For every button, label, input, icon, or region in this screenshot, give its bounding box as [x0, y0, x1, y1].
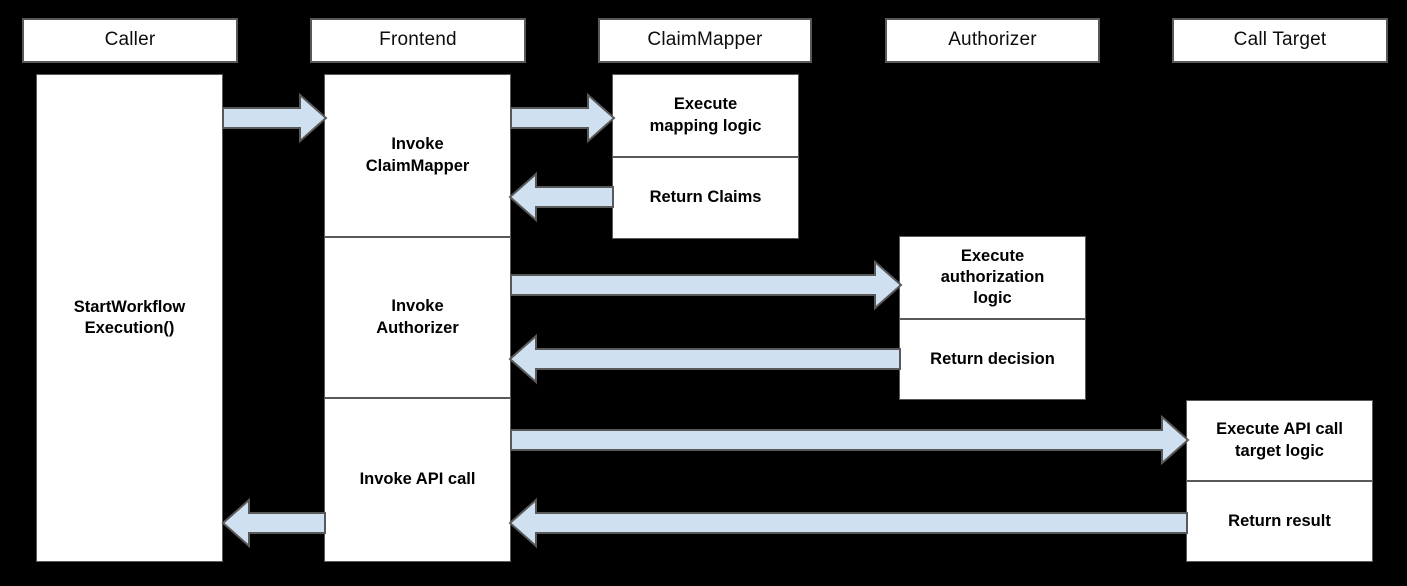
- lane-header-claimmapper: ClaimMapper: [598, 18, 812, 63]
- activation-label-line: Execute API call: [1216, 420, 1343, 439]
- lane-header-label: Authorizer: [948, 29, 1037, 51]
- arrow-shape: [508, 333, 901, 385]
- activation-label: Execute authorization logic: [941, 246, 1045, 309]
- calltarget-execute-api-call-target-logic: Execute API call target logic: [1186, 400, 1373, 481]
- activation-label: Return decision: [930, 349, 1055, 370]
- activation-label-line: ClaimMapper: [365, 156, 470, 175]
- calltarget-return-result: Return result: [1186, 481, 1373, 562]
- arrow-shape: [510, 414, 1190, 466]
- arrow-shape: [221, 497, 326, 549]
- activation-label-line: Authorizer: [376, 318, 459, 337]
- lane-header-authorizer: Authorizer: [885, 18, 1100, 63]
- activation-label-line: Invoke: [391, 135, 444, 154]
- arrow-frontend-to-claimmapper: [510, 92, 616, 144]
- arrow-claimmapper-to-frontend: [508, 171, 614, 223]
- arrow-frontend-to-authorizer: [510, 259, 903, 311]
- frontend-invoke-api-call: Invoke API call: [324, 398, 511, 562]
- lane-header-label: Frontend: [379, 29, 457, 51]
- activation-label: Execute mapping logic: [650, 94, 762, 136]
- arrow-shape: [508, 171, 614, 223]
- authorizer-execute-authorization-logic: Execute authorization logic: [899, 236, 1086, 319]
- lane-header-label: Call Target: [1233, 29, 1327, 51]
- activation-label-line: Invoke API call: [359, 470, 476, 489]
- arrow-shape: [508, 497, 1188, 549]
- arrow-calltarget-to-frontend: [508, 497, 1188, 549]
- activation-label-line: StartWorkflow: [73, 297, 186, 316]
- activation-label-line: Invoke: [391, 297, 444, 316]
- activation-label: Execute API call target logic: [1216, 419, 1343, 461]
- arrow-authorizer-to-frontend: [508, 333, 901, 385]
- lane-header-calltarget: Call Target: [1172, 18, 1388, 63]
- activation-label-line: Return result: [1228, 511, 1331, 530]
- activation-label: Invoke API call: [360, 469, 476, 490]
- activation-label-line: Execution(): [84, 319, 175, 337]
- claimmapper-execute-mapping-logic: Execute mapping logic: [612, 74, 799, 157]
- activation-label-line: Return decision: [930, 349, 1055, 368]
- authorizer-return-decision: Return decision: [899, 319, 1086, 400]
- lane-header-label: Caller: [104, 29, 156, 51]
- activation-label-line: Execute: [673, 95, 738, 114]
- arrow-shape: [510, 92, 616, 144]
- arrow-shape: [510, 259, 903, 311]
- activation-label: Return Claims: [650, 187, 762, 208]
- activation-label-line: authorization: [940, 267, 1045, 286]
- lane-header-caller: Caller: [22, 18, 238, 63]
- arrow-frontend-to-calltarget: [510, 414, 1190, 466]
- activation-label-line: Return Claims: [649, 188, 762, 207]
- activation-label-line: Execute: [960, 246, 1025, 265]
- claimmapper-return-claims: Return Claims: [612, 157, 799, 239]
- arrow-frontend-to-caller: [221, 497, 326, 549]
- lane-header-frontend: Frontend: [310, 18, 526, 63]
- activation-label-line: logic: [973, 289, 1012, 308]
- arrow-caller-to-frontend: [222, 92, 328, 144]
- activation-label-line: mapping logic: [649, 116, 762, 135]
- arrow-shape: [222, 92, 328, 144]
- activation-label: Return result: [1228, 511, 1331, 532]
- lane-header-label: ClaimMapper: [647, 29, 763, 51]
- activation-label-line: target logic: [1235, 441, 1324, 460]
